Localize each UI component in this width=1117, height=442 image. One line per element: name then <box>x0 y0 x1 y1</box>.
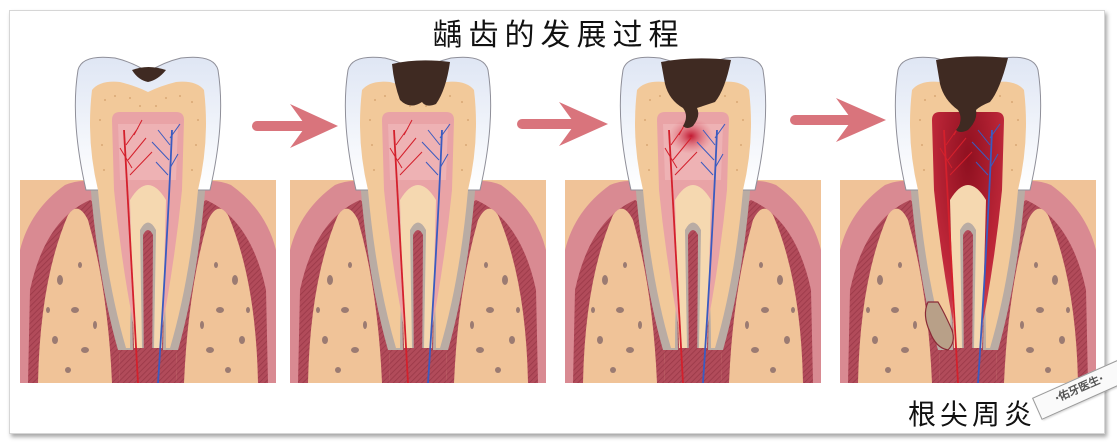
decay-spot <box>132 67 166 82</box>
stage-1-tooth <box>20 50 276 383</box>
stage-4-tooth <box>840 50 1096 383</box>
stage-4-caption: 根尖周炎 <box>908 398 1037 431</box>
decay-cavity <box>661 58 731 128</box>
stage-2-tooth <box>290 50 546 383</box>
decay-cavity <box>936 56 1008 132</box>
arrow-icon <box>250 102 340 156</box>
diagram-title: 龋齿的发展过程 <box>432 18 685 53</box>
arrow-icon <box>788 96 888 150</box>
periapical-lesion <box>924 301 954 351</box>
arrow-icon <box>515 100 610 154</box>
stage-3-tooth <box>565 50 821 383</box>
decay-cavity <box>392 60 450 106</box>
